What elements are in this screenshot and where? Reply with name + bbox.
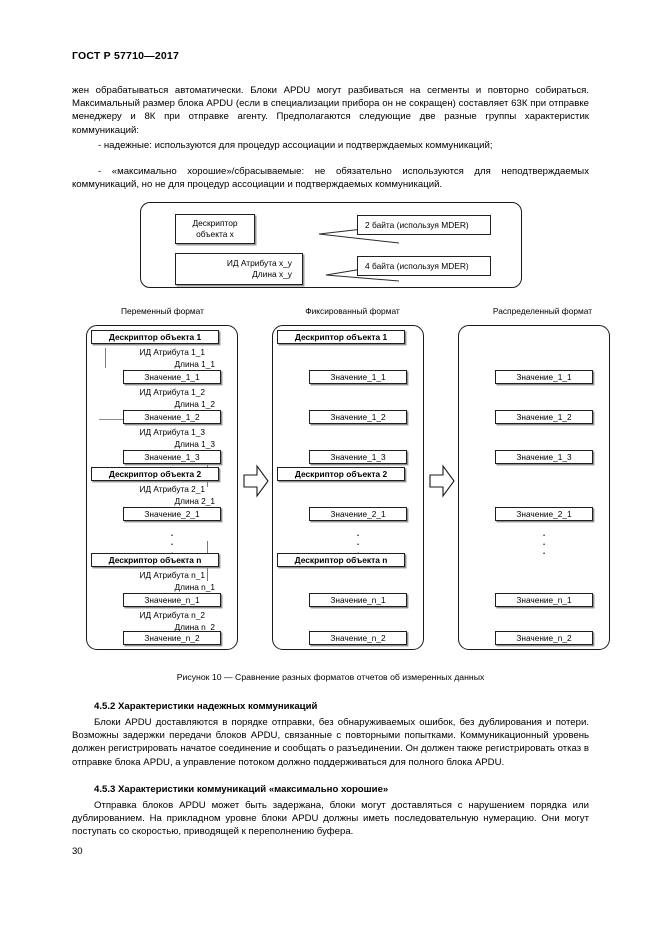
attribute-length-1-1-label: Длина 1_1 <box>174 359 215 369</box>
value-1-1-box: Значение_1_1 <box>123 370 221 384</box>
attribute-id-xy-label: ИД Атрибута x_y <box>226 258 292 268</box>
attribute-id-1-2-label: ИД Атрибута 1_2 <box>139 387 205 397</box>
bracket-line <box>105 348 106 368</box>
attribute-length-xy-label: Длина x_y <box>252 269 292 279</box>
section-heading-4-5-2: 4.5.2 Характеристики надежных коммуникац… <box>94 701 318 712</box>
value-n-2-box: Значение_n_2 <box>123 631 221 645</box>
bullet-best-effort: - «максимально хорошие»/сбрасываемые: не… <box>72 166 589 191</box>
attribute-id-n-2-label: ИД Атрибута n_2 <box>139 610 205 620</box>
descriptor-object-1-box: Дескриптор объекта 1 <box>91 330 219 344</box>
value-n-1-box: Значение_n_1 <box>123 593 221 607</box>
value-1-2-box: Значение_1_2 <box>495 410 593 424</box>
value-1-2-box: Значение_1_2 <box>123 410 221 424</box>
value-1-3-box: Значение_1_3 <box>309 450 407 464</box>
value-2-1-box: Значение_2_1 <box>495 507 593 521</box>
value-2-1-box: Значение_2_1 <box>309 507 407 521</box>
value-n-1-box: Значение_n_1 <box>495 593 593 607</box>
column-title-fixed: Фиксированный формат <box>305 306 400 316</box>
size-note-4-bytes-box: 4 байта (используя MDER) <box>357 256 491 276</box>
paragraph-intro: жен обрабатываться автоматически. Блоки … <box>72 85 589 136</box>
size-note-2-bytes-label: 2 байта (используя MDER) <box>365 219 469 230</box>
section-heading-4-5-3: 4.5.3 Характеристики коммуникаций «макси… <box>94 784 389 795</box>
size-note-4-bytes-label: 4 байта (используя MDER) <box>365 260 469 271</box>
panel-variable-format: Дескриптор объекта 1 ИД Атрибута 1_1 Дли… <box>86 325 238 650</box>
value-1-1-box: Значение_1_1 <box>309 370 407 384</box>
panel-distributed-format: Значение_1_1 Значение_1_2 Значение_1_3 З… <box>458 325 610 650</box>
figure-caption: Рисунок 10 — Сравнение разных форматов о… <box>176 672 485 682</box>
descriptor-object-1-box: Дескриптор объекта 1 <box>277 330 405 344</box>
attribute-xy-box: ИД Атрибута x_y Длина x_y <box>175 253 303 285</box>
descriptor-object-2-box: Дескриптор объекта 2 <box>277 467 405 481</box>
attribute-length-1-3-label: Длина 1_3 <box>174 439 215 449</box>
descriptor-object-n-box: Дескриптор объекта n <box>277 553 405 567</box>
column-title-variable: Переменный формат <box>121 306 204 316</box>
value-n-2-box: Значение_n_2 <box>495 631 593 645</box>
attribute-id-2-1-label: ИД Атрибута 2_1 <box>139 484 205 494</box>
attribute-id-n-1-label: ИД Атрибута n_1 <box>139 570 205 580</box>
value-n-2-box: Значение_n_2 <box>309 631 407 645</box>
attribute-length-2-1-label: Длина 2_1 <box>174 496 215 506</box>
page-number: 30 <box>72 846 83 857</box>
panel-fixed-format: Дескриптор объекта 1 Значение_1_1 Значен… <box>272 325 424 650</box>
descriptor-object-x-line1: Дескриптор <box>192 218 238 228</box>
descriptor-object-x-line2: объекта x <box>196 229 234 239</box>
top-schematic-panel: Дескриптор объекта x ИД Атрибута x_y Дли… <box>140 202 522 288</box>
attribute-id-1-1-label: ИД Атрибута 1_1 <box>139 347 205 357</box>
value-1-3-box: Значение_1_3 <box>495 450 593 464</box>
attribute-length-n-2-label: Длина n_2 <box>174 622 215 632</box>
bullet-reliable: - надежные: используются для процедур ас… <box>98 140 493 151</box>
attribute-length-n-1-label: Длина n_1 <box>174 582 215 592</box>
vertical-ellipsis: ... <box>356 524 360 557</box>
descriptor-object-x-box: Дескриптор объекта x <box>175 214 255 244</box>
section-body-4-5-3: Отправка блоков APDU может быть задержан… <box>72 800 589 838</box>
value-n-1-box: Значение_n_1 <box>309 593 407 607</box>
value-1-1-box: Значение_1_1 <box>495 370 593 384</box>
vertical-ellipsis: ... <box>170 524 174 557</box>
value-2-1-box: Значение_2_1 <box>123 507 221 521</box>
arrow-right-icon <box>429 464 455 498</box>
descriptor-object-n-box: Дескриптор объекта n <box>91 553 219 567</box>
attribute-length-1-2-label: Длина 1_2 <box>174 399 215 409</box>
descriptor-object-2-box: Дескриптор объекта 2 <box>91 467 219 481</box>
vertical-ellipsis: ... <box>542 524 546 557</box>
bracket-line <box>99 419 143 420</box>
value-1-2-box: Значение_1_2 <box>309 410 407 424</box>
attribute-id-1-3-label: ИД Атрибута 1_3 <box>139 427 205 437</box>
size-note-2-bytes-box: 2 байта (используя MDER) <box>357 215 491 235</box>
column-title-distributed: Распределенный формат <box>492 306 593 316</box>
value-1-3-box: Значение_1_3 <box>123 450 221 464</box>
document-header: ГОСТ Р 57710—2017 <box>72 50 180 62</box>
section-body-4-5-2: Блоки APDU доставляются в порядке отправ… <box>72 717 589 768</box>
arrow-right-icon <box>243 464 269 498</box>
